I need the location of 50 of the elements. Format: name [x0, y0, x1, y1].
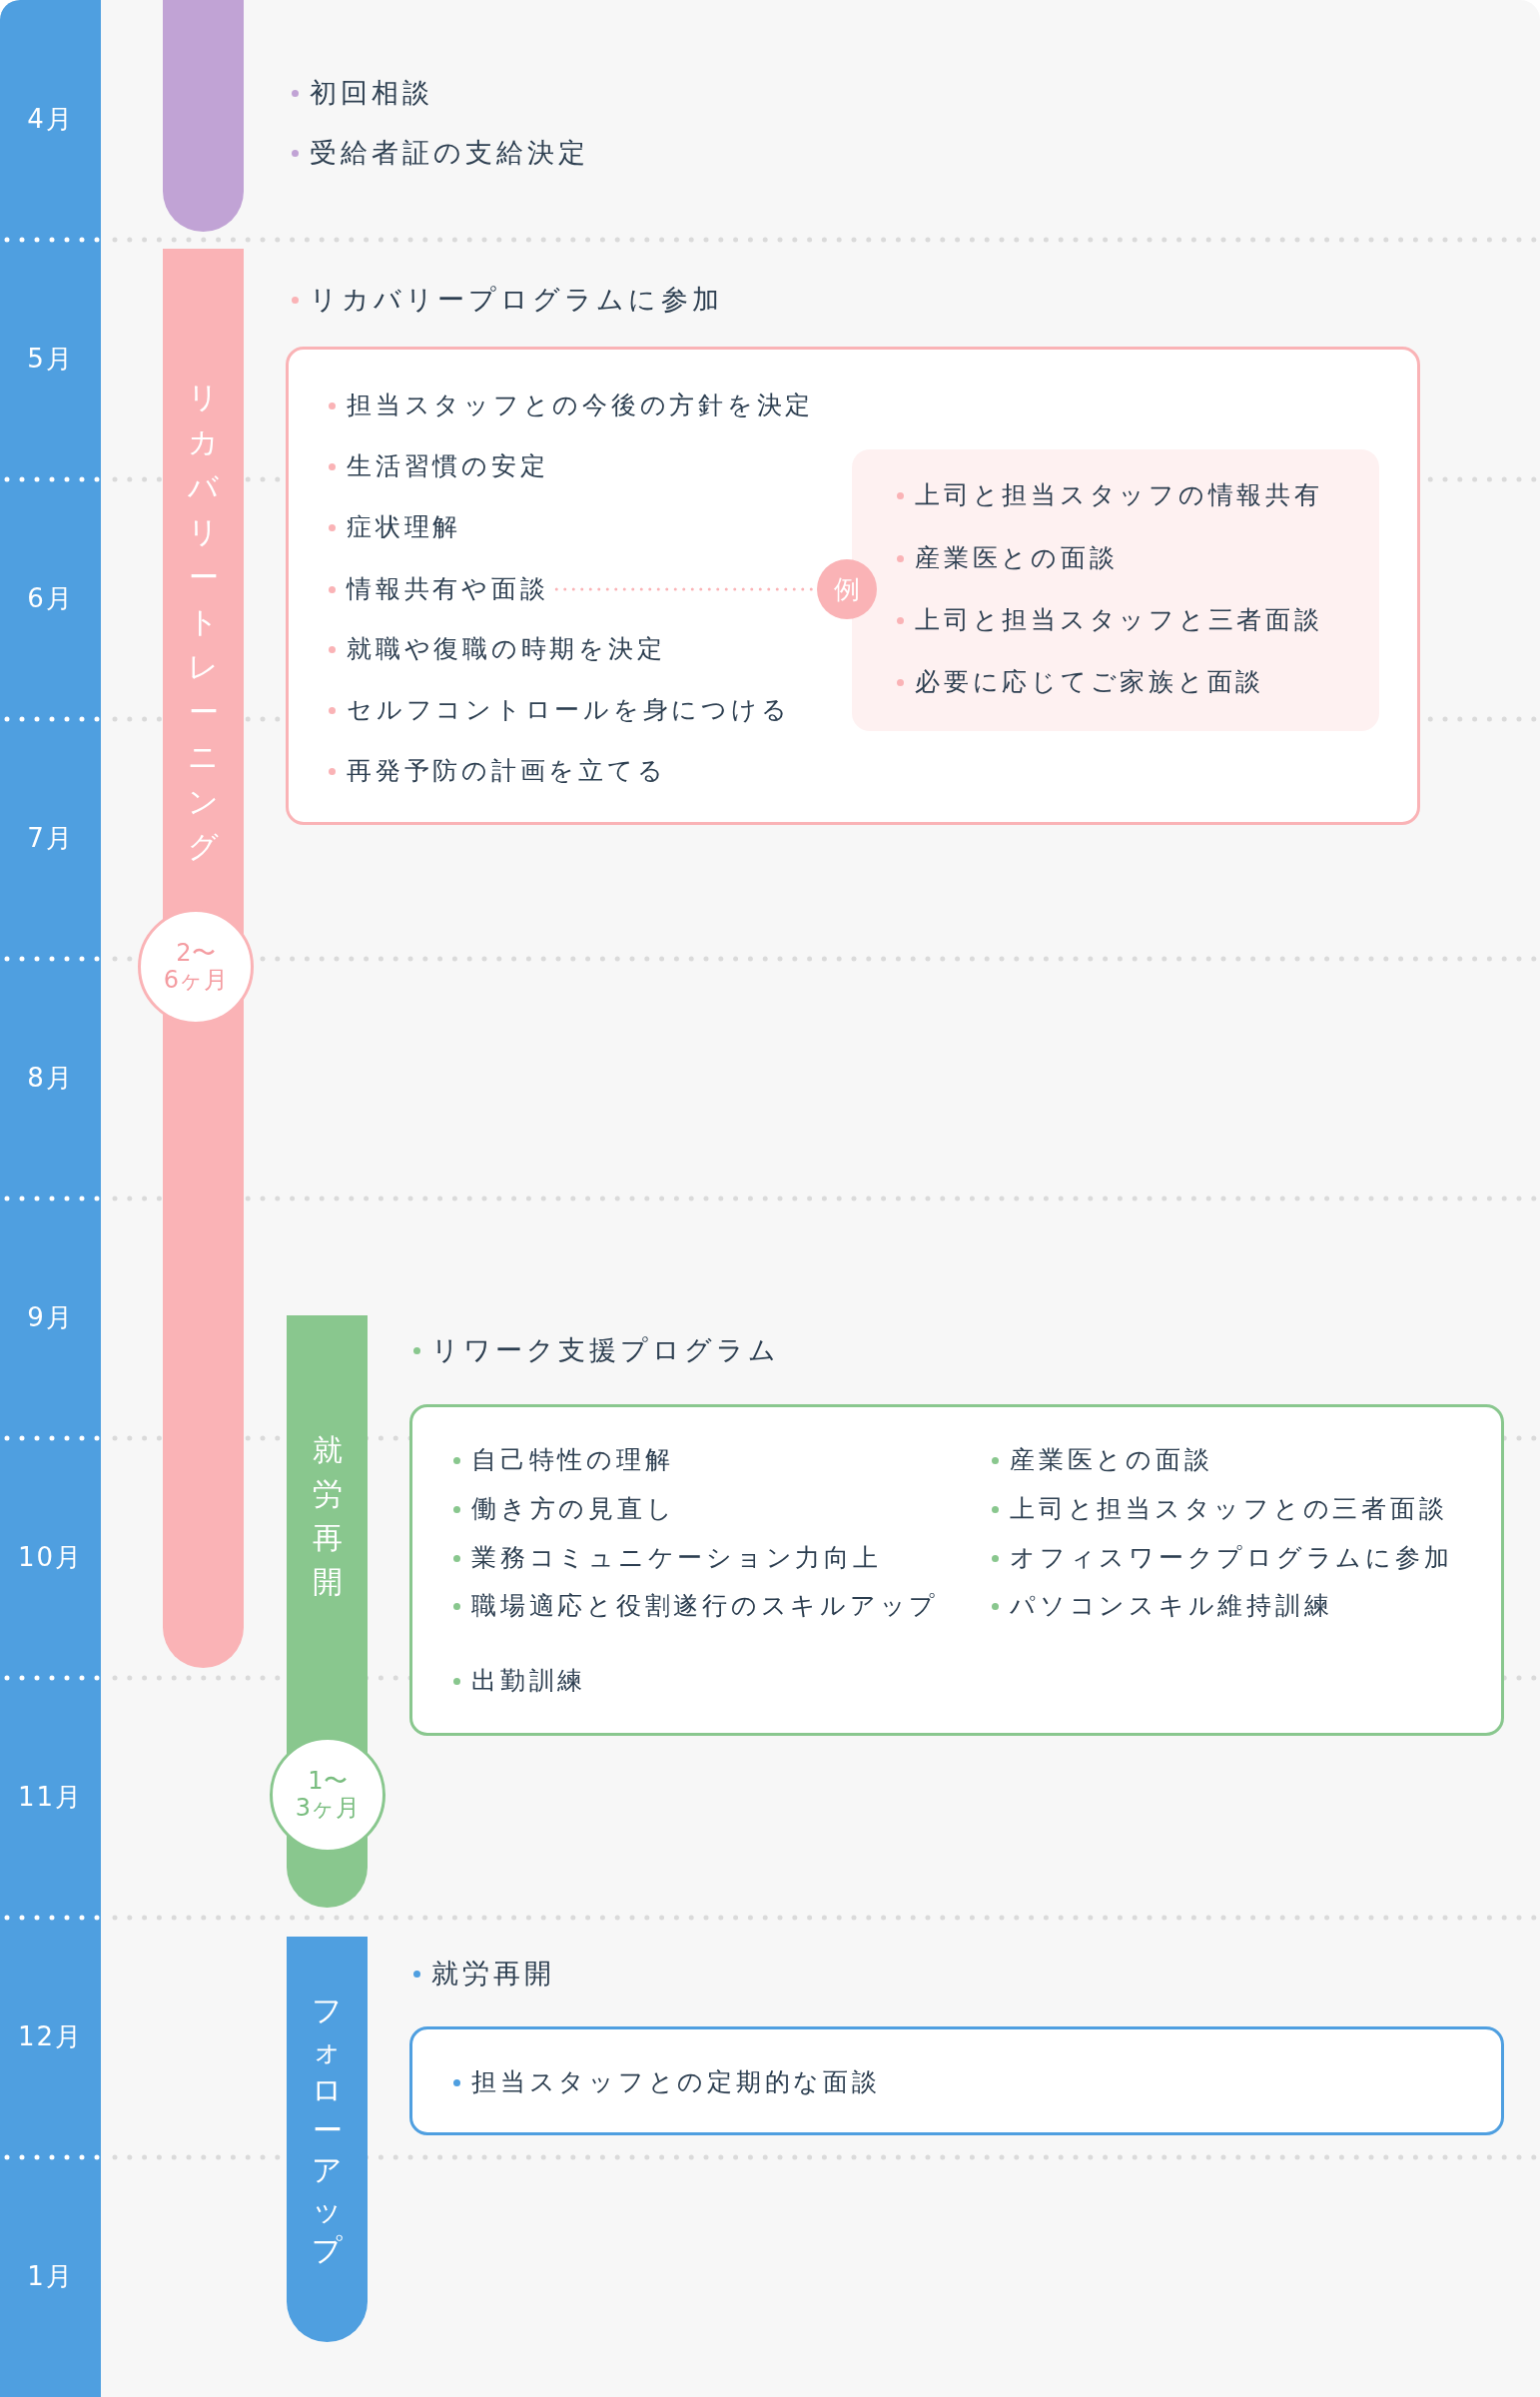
phase-label: 就労再開	[311, 1431, 344, 1601]
month-label: 6月	[26, 582, 75, 615]
list-item: 必要に応じてご家族と面談	[915, 666, 1264, 698]
list-item: 上司と担当スタッフと三者面談	[915, 604, 1323, 636]
list-item: 受給者証の支給決定	[310, 136, 590, 170]
list-item: 働き方の見直し	[471, 1493, 676, 1525]
list-item: 上司と担当スタッフとの三者面談	[1010, 1493, 1448, 1525]
list-item: 産業医との面談	[1010, 1444, 1213, 1476]
phase-bar	[163, 0, 244, 232]
list-item: 産業医との面談	[915, 542, 1119, 574]
content-box	[409, 2026, 1504, 2135]
phase-bar	[163, 249, 244, 1668]
list-item: 出勤訓練	[471, 1665, 586, 1697]
duration-text: 1〜3ヶ月	[294, 1768, 362, 1822]
list-item: 就職や復職の時期を決定	[347, 633, 666, 665]
list-item: 症状理解	[347, 511, 461, 543]
month-label: 1月	[26, 2260, 75, 2293]
list-item: 担当スタッフとの今後の方針を決定	[347, 390, 814, 421]
duration-text: 2〜6ヶ月	[162, 940, 230, 994]
phase-label: フォローアップ	[311, 1992, 344, 2269]
month-label: 11月	[16, 1781, 85, 1814]
phase-label: リカバリートレーニング	[187, 379, 220, 866]
section-heading: 就労再開	[431, 1957, 556, 1991]
list-item: 職場適応と役割遂行のスキルアップ	[471, 1590, 939, 1622]
month-column	[0, 0, 101, 2397]
section-heading: リワーク支援プログラム	[431, 1333, 781, 1367]
list-item: パソコンスキル維持訓練	[1010, 1590, 1333, 1622]
month-label: 12月	[16, 2020, 85, 2053]
content-box	[409, 1404, 1504, 1736]
list-item: 自己特性の理解	[471, 1444, 674, 1476]
list-item: 担当スタッフとの定期的な面談	[471, 2066, 881, 2098]
list-item: 情報共有や面談	[347, 571, 549, 607]
list-item: セルフコントロールを身につける	[347, 694, 791, 726]
list-item: 再発予防の計画を立てる	[347, 755, 667, 787]
month-label: 9月	[26, 1301, 75, 1334]
example-badge	[817, 559, 877, 619]
month-label: 7月	[26, 822, 75, 855]
list-item: 生活習慣の安定	[347, 450, 549, 482]
list-item: 初回相談	[310, 76, 434, 110]
phase-bar	[287, 1937, 368, 2342]
month-label: 4月	[26, 103, 75, 136]
content-box	[286, 347, 1420, 825]
list-item: 業務コミュニケーション力向上	[471, 1542, 882, 1574]
month-label: 8月	[26, 1062, 75, 1095]
month-label: 10月	[16, 1541, 85, 1574]
section-heading: リカバリープログラムに参加	[310, 283, 723, 317]
list-item: オフィスワークプログラムに参加	[1010, 1542, 1453, 1574]
month-label: 5月	[26, 343, 75, 376]
example-label: 例	[834, 576, 860, 602]
list-item: 上司と担当スタッフの情報共有	[915, 479, 1323, 511]
